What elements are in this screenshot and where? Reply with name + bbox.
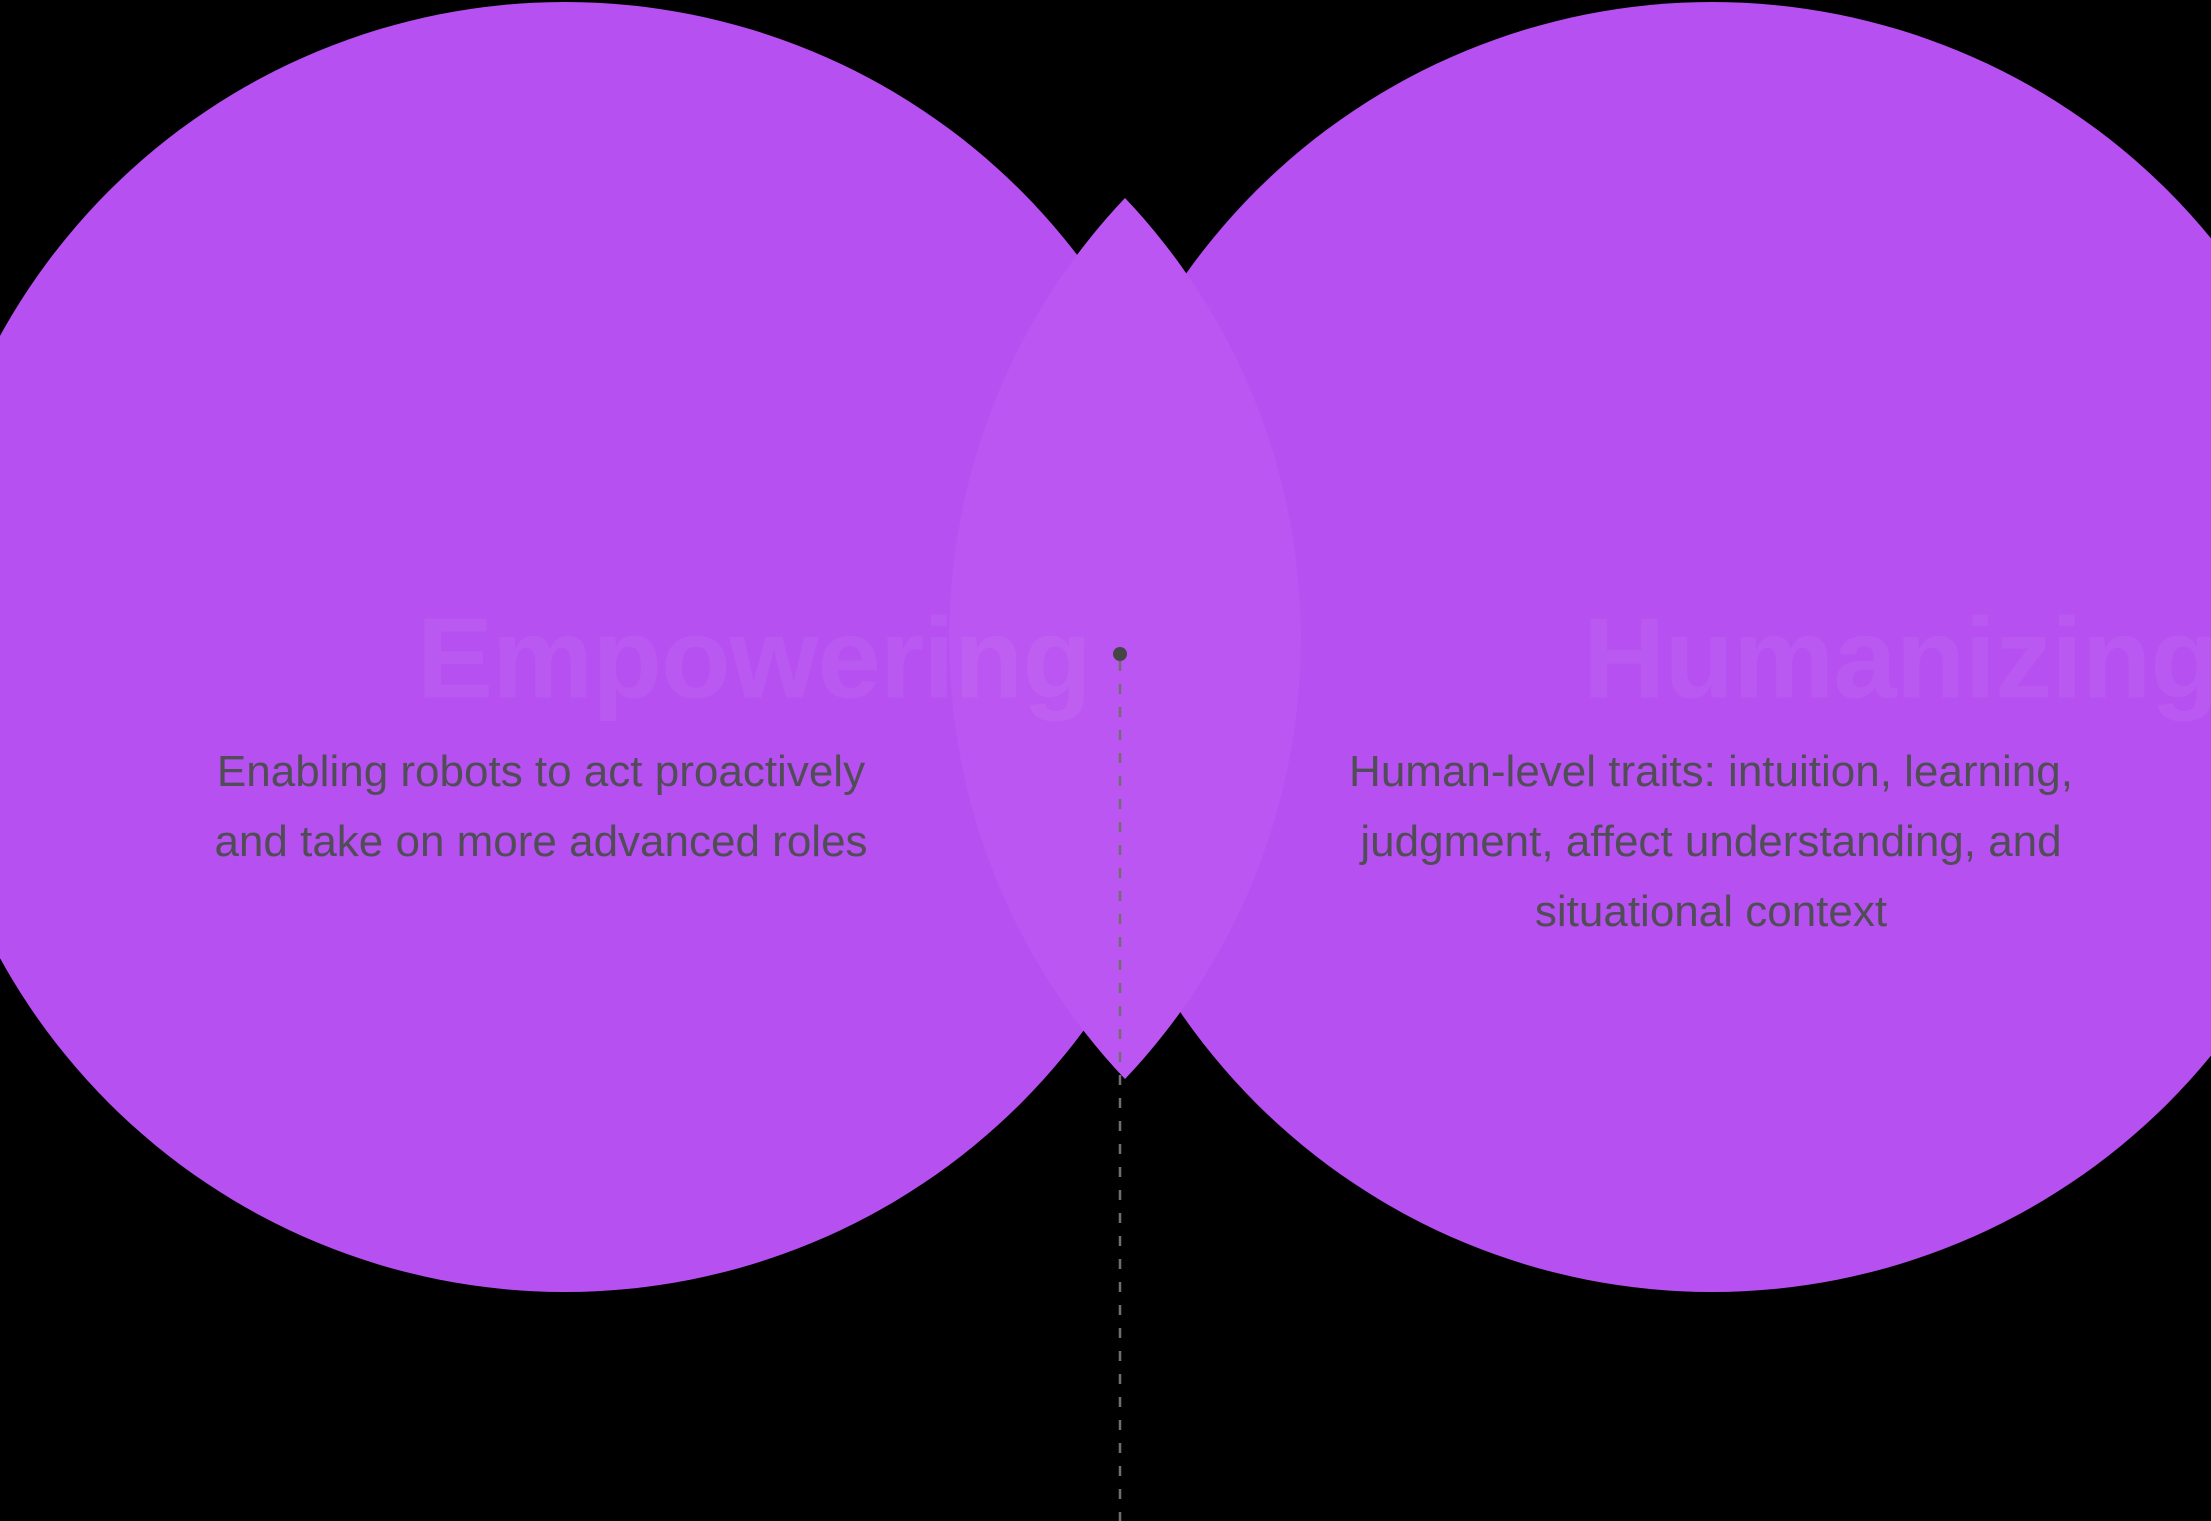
- connector-dot: [1113, 647, 1127, 661]
- right-circle: [1067, 2, 2211, 1292]
- right-description-line-3: situational context: [1534, 887, 1888, 936]
- overlap-lens: [949, 198, 1301, 1079]
- left-circle-description: Enabling robots to act proactively and t…: [214, 737, 867, 877]
- right-circle-description: Human-level traits: intuition, learning,…: [1349, 737, 2073, 947]
- right-description-line-2: judgment, affect understanding, and: [1360, 817, 2062, 866]
- left-description-line-1: Enabling robots to act proactively: [216, 747, 866, 796]
- right-description-line-1: Human-level traits: intuition, learning,: [1349, 747, 2073, 796]
- left-circle-faint-title: Empowering: [416, 595, 1092, 723]
- left-description-line-2: and take on more advanced roles: [214, 817, 868, 866]
- left-circle: [0, 2, 1210, 1292]
- right-circle-faint-title: Humanizing: [1583, 595, 2211, 723]
